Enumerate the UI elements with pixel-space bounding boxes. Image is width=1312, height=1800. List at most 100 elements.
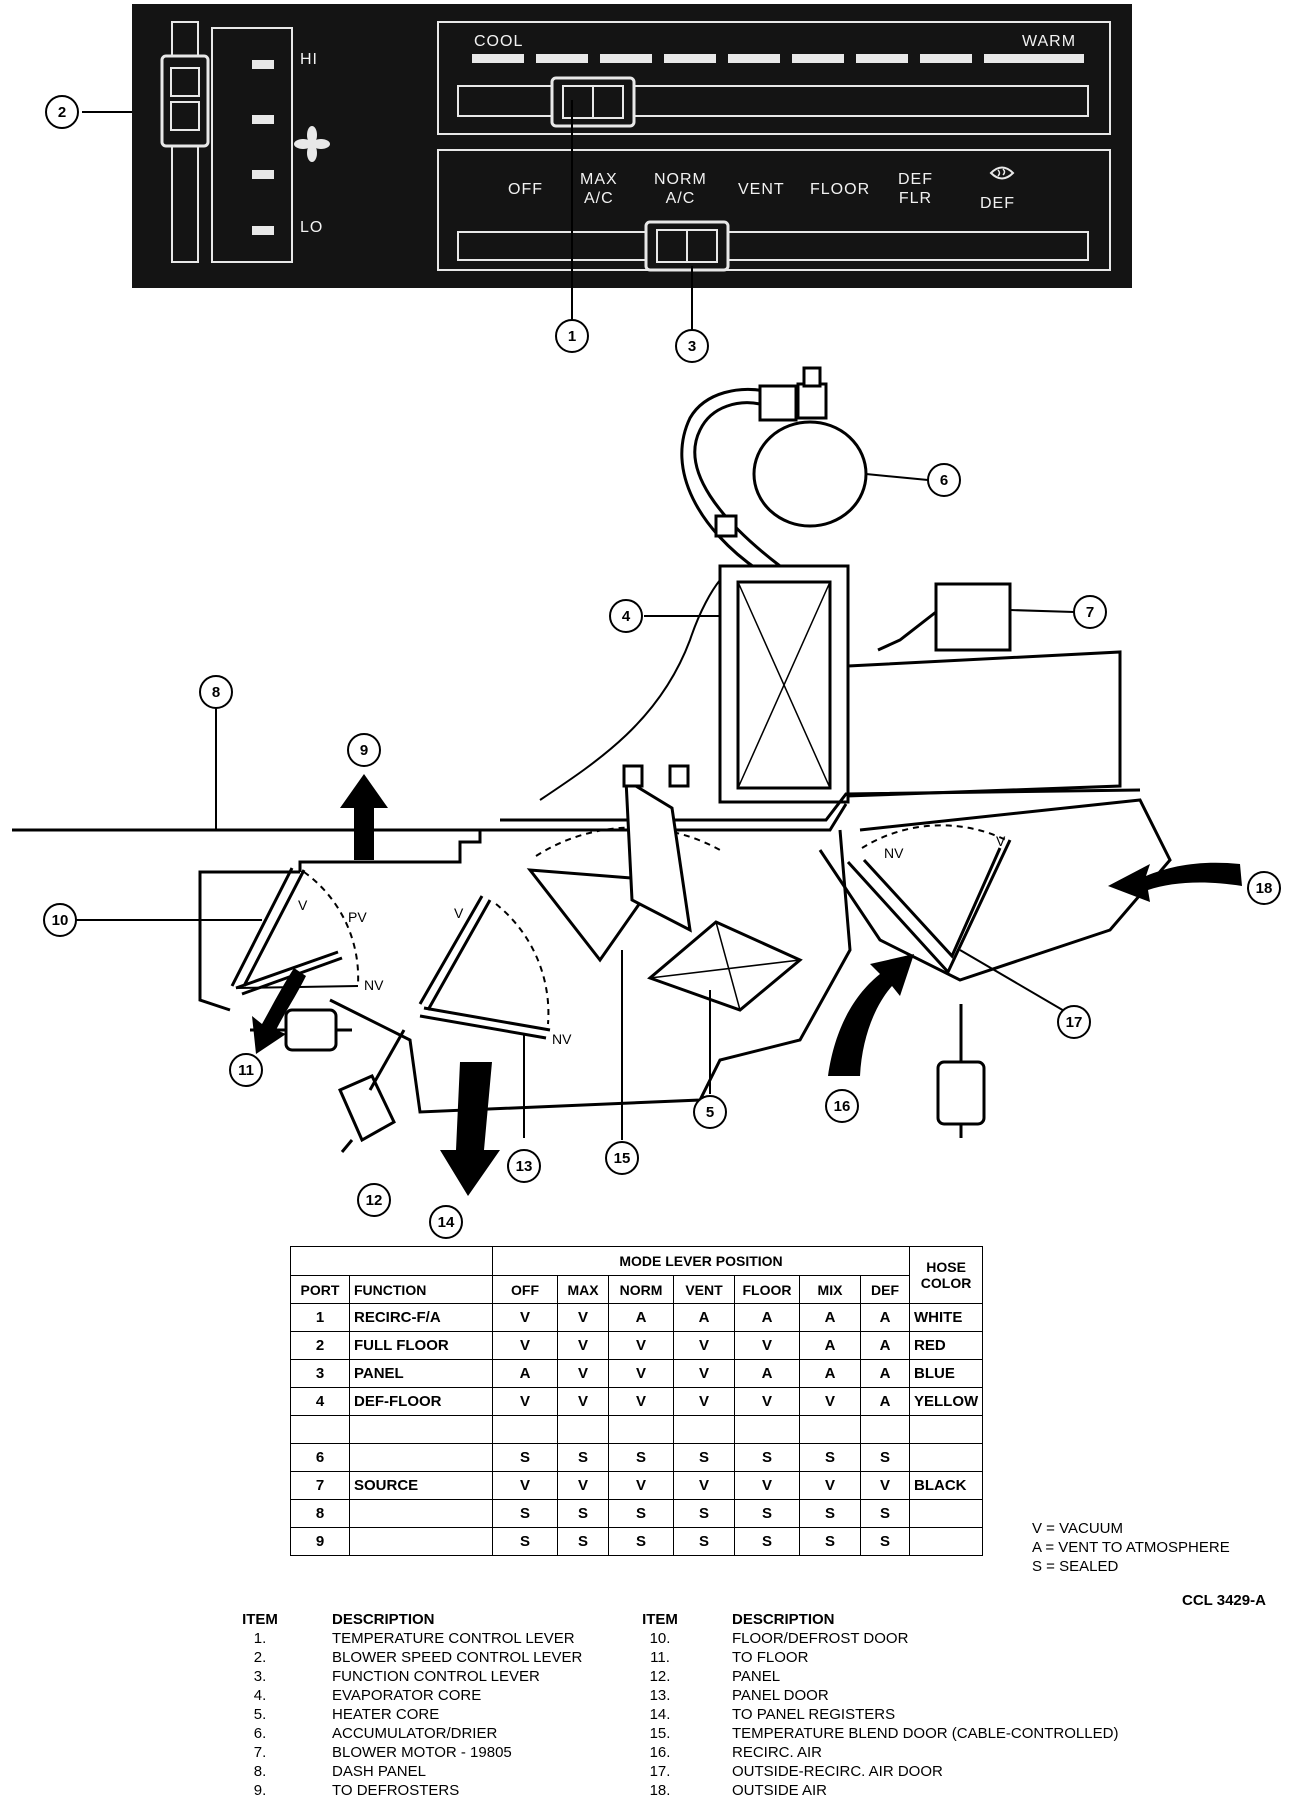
svg-text:4: 4 — [622, 608, 631, 625]
table-cell — [492, 1415, 558, 1444]
table-cell — [608, 1415, 674, 1444]
panel-vacuum-motor — [338, 1029, 406, 1153]
item-description: EVAPORATOR CORE — [332, 1687, 482, 1704]
table-cell: S — [799, 1499, 861, 1528]
table-cell: V — [734, 1471, 800, 1500]
control-panel: HI LO COOL WARM OFF MAX A/C NORM A/C VEN… — [132, 4, 1132, 288]
table-cell: SOURCE — [349, 1471, 493, 1500]
table-cell: S — [608, 1499, 674, 1528]
table-cell — [557, 1415, 609, 1444]
warm-label: WARM — [1022, 33, 1077, 50]
table-cell — [860, 1415, 910, 1444]
table-cell: 3 — [290, 1359, 350, 1388]
table-cell: 9 — [290, 1527, 350, 1556]
table-cell: S — [492, 1499, 558, 1528]
figure-code: CCL 3429-A — [1182, 1592, 1266, 1609]
item-number: 4. — [253, 1687, 267, 1704]
item-description: TO FLOOR — [732, 1649, 809, 1666]
col-floor-header: FLOOR — [734, 1275, 800, 1304]
table-cell: V — [608, 1359, 674, 1388]
table-cell: V — [557, 1331, 609, 1360]
table-row — [290, 1415, 984, 1444]
item-number: 10. — [649, 1630, 671, 1647]
table-cell: S — [557, 1527, 609, 1556]
col-off-header: OFF — [492, 1275, 558, 1304]
svg-text:10: 10 — [52, 912, 69, 929]
table-cell: V — [492, 1471, 558, 1500]
table-cell: V — [557, 1359, 609, 1388]
table-cell: YELLOW — [908, 1387, 984, 1416]
table-cell: A — [734, 1303, 800, 1332]
blower-hi-label: HI — [300, 51, 318, 68]
table-cell: FULL FLOOR — [349, 1331, 493, 1360]
table-cell: A — [492, 1359, 558, 1388]
item-number: 17. — [649, 1763, 671, 1780]
table-cell: S — [799, 1443, 861, 1472]
recirc-air-arrow — [828, 954, 914, 1076]
table-cell: 4 — [290, 1387, 350, 1416]
item-header: ITEM — [642, 1611, 678, 1628]
table-cell: S — [799, 1527, 861, 1556]
item-number: 3. — [253, 1668, 267, 1685]
table-cell — [799, 1415, 861, 1444]
table-cell: S — [608, 1527, 674, 1556]
col-max-header: MAX — [557, 1275, 609, 1304]
col-mix-header: MIX — [799, 1275, 861, 1304]
table-cell: S — [492, 1443, 558, 1472]
item-number: 7. — [253, 1744, 267, 1761]
col-def-header: DEF — [860, 1275, 910, 1304]
svg-text:5: 5 — [706, 1104, 714, 1121]
item-description: BLOWER SPEED CONTROL LEVER — [332, 1649, 583, 1666]
item-number: 16. — [649, 1744, 671, 1761]
hvac-diagram: V PV NV V NV NV V 1 2 3 4 5 6 7 8 9 10 1… — [12, 95, 1281, 1239]
callout-2: 2 — [45, 95, 79, 129]
svg-text:7: 7 — [1086, 604, 1094, 621]
evaporator-core — [718, 564, 850, 804]
floor-defrost-v-label: V — [298, 897, 308, 913]
item-number: 1. — [253, 1630, 267, 1647]
floor-defrost-nv-label: NV — [364, 977, 384, 993]
table-cell — [290, 1415, 350, 1444]
item-number: 13. — [649, 1687, 671, 1704]
table-cell: V — [673, 1387, 735, 1416]
table-cell: V — [734, 1331, 800, 1360]
table-cell: V — [673, 1471, 735, 1500]
table-cell: V — [492, 1303, 558, 1332]
recirc-door-v-label: V — [996, 833, 1006, 849]
table-cell — [908, 1527, 984, 1556]
table-cell: 1 — [290, 1303, 350, 1332]
table-cell: RECIRC-F/A — [349, 1303, 493, 1332]
table-cell: V — [492, 1331, 558, 1360]
svg-text:6: 6 — [940, 472, 948, 489]
item-header: ITEM — [242, 1611, 278, 1628]
table-cell: V — [673, 1331, 735, 1360]
mode-vent-label: VENT — [738, 181, 785, 198]
table-cell: S — [734, 1443, 800, 1472]
svg-text:12: 12 — [366, 1192, 383, 1209]
mode-max-ac-label: MAX A/C — [580, 171, 618, 207]
table-cell: V — [860, 1471, 910, 1500]
callout-16: 16 — [825, 1089, 859, 1123]
callout-6: 6 — [927, 463, 961, 497]
svg-text:16: 16 — [834, 1098, 851, 1115]
svg-text:14: 14 — [438, 1214, 455, 1231]
item-description: BLOWER MOTOR - 19805 — [332, 1744, 512, 1761]
item-description: PANEL DOOR — [732, 1687, 829, 1704]
table-cell: A — [860, 1387, 910, 1416]
defroster-arrow — [340, 774, 388, 860]
cool-label: COOL — [474, 33, 524, 50]
floor-vacuum-motor — [250, 1008, 352, 1052]
svg-text:1: 1 — [568, 328, 576, 345]
item-number: 2. — [253, 1649, 267, 1666]
callout-1: 1 — [555, 319, 589, 353]
table-cell: V — [608, 1471, 674, 1500]
item-number: 14. — [649, 1706, 671, 1723]
outside-air-arrow — [1108, 862, 1242, 902]
table-cell: A — [860, 1331, 910, 1360]
function-header: FUNCTION — [349, 1275, 493, 1304]
description-header: DESCRIPTION — [732, 1611, 835, 1628]
item-number: 15. — [649, 1725, 671, 1742]
